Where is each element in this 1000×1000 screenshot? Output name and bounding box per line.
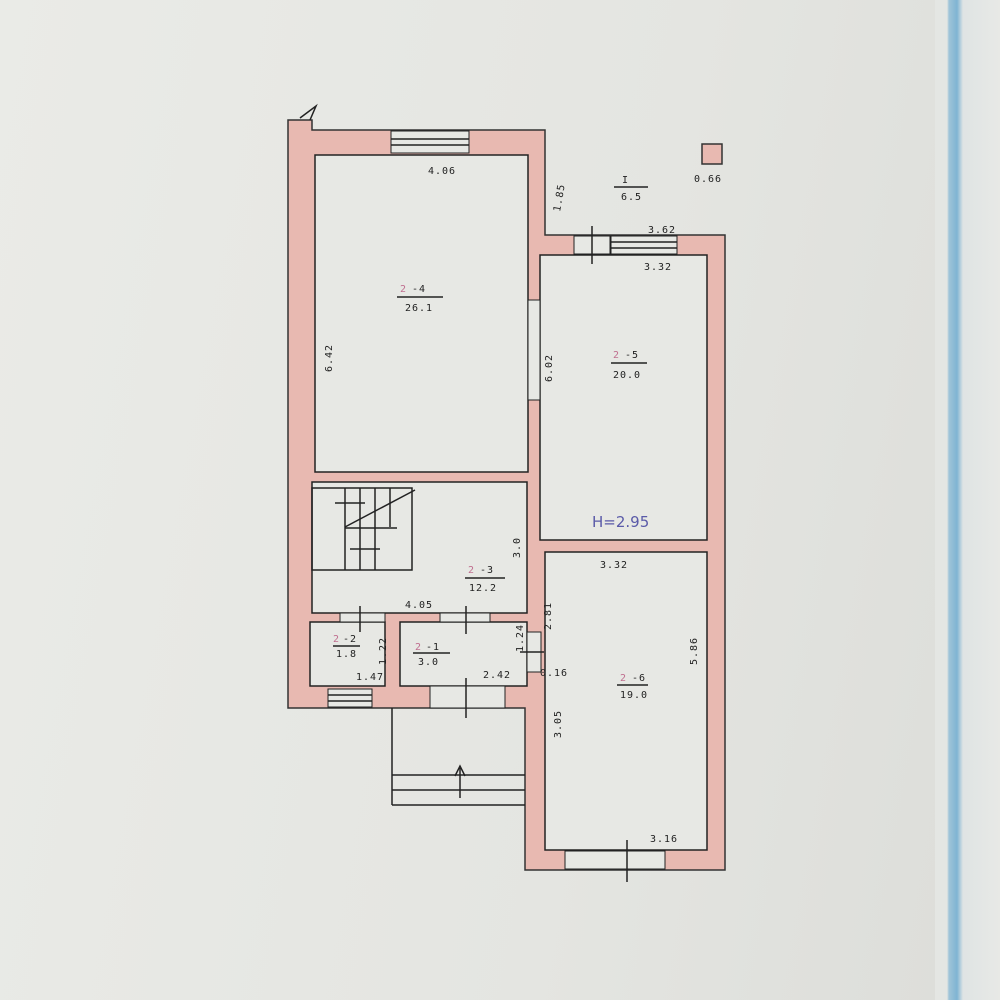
svg-text:26.1: 26.1 bbox=[405, 303, 433, 314]
pillar-label: 0.66 bbox=[694, 174, 722, 185]
svg-text:5.86: 5.86 bbox=[689, 637, 700, 665]
svg-text:4.06: 4.06 bbox=[428, 166, 456, 177]
svg-text:2: 2 bbox=[333, 634, 340, 645]
svg-text:-2: -2 bbox=[343, 634, 357, 645]
svg-text:1.85: 1.85 bbox=[552, 183, 568, 213]
svg-text:4.05: 4.05 bbox=[405, 600, 433, 611]
room-2-2 bbox=[309, 621, 386, 687]
svg-text:-3: -3 bbox=[480, 565, 494, 576]
svg-text:2: 2 bbox=[468, 565, 475, 576]
svg-text:1.24: 1.24 bbox=[515, 624, 526, 652]
room-2-3 bbox=[311, 481, 528, 614]
room-label-2-4: 2 -4 26.1 bbox=[397, 284, 443, 314]
svg-text:2: 2 bbox=[620, 673, 627, 684]
svg-text:6.5: 6.5 bbox=[621, 192, 642, 203]
svg-text:1.47: 1.47 bbox=[356, 672, 384, 683]
svg-text:3.0: 3.0 bbox=[418, 657, 439, 668]
svg-text:6.02: 6.02 bbox=[544, 354, 555, 382]
svg-text:2: 2 bbox=[613, 350, 620, 361]
doors bbox=[339, 226, 628, 882]
dimension-labels: 4.06 6.42 1.85 3.62 3.32 6.02 3.0 4.05 3… bbox=[324, 166, 700, 845]
svg-text:6.42: 6.42 bbox=[324, 344, 335, 372]
ceiling-height-note: H=2.95 bbox=[592, 513, 649, 531]
room-label-2-1: 2 -1 3.0 bbox=[413, 642, 450, 668]
svg-text:-1: -1 bbox=[426, 642, 440, 653]
room-label-2-6: 2 -6 19.0 bbox=[617, 673, 648, 701]
room-2-6 bbox=[544, 551, 708, 851]
svg-text:3.32: 3.32 bbox=[644, 262, 672, 273]
terrace-label: I 6.5 bbox=[614, 175, 648, 203]
svg-text:1.8: 1.8 bbox=[336, 649, 357, 660]
svg-text:2.42: 2.42 bbox=[483, 670, 511, 681]
svg-text:-6: -6 bbox=[632, 673, 646, 684]
svg-text:2.81: 2.81 bbox=[543, 602, 554, 630]
svg-text:-5: -5 bbox=[625, 350, 639, 361]
svg-text:-4: -4 bbox=[412, 284, 426, 295]
porch-stairs bbox=[391, 708, 525, 806]
room-label-2-5: 2 -5 20.0 bbox=[611, 350, 647, 381]
svg-text:2: 2 bbox=[415, 642, 422, 653]
svg-text:3.05: 3.05 bbox=[553, 710, 564, 738]
pillar bbox=[701, 143, 723, 165]
break-mark bbox=[299, 103, 318, 121]
room-label-2-3: 2 -3 12.2 bbox=[465, 565, 505, 594]
windows bbox=[327, 130, 678, 870]
svg-text:20.0: 20.0 bbox=[613, 370, 641, 381]
svg-text:19.0: 19.0 bbox=[620, 690, 648, 701]
svg-text:3.0: 3.0 bbox=[512, 537, 523, 558]
paper-edge bbox=[935, 0, 1000, 1000]
staircase bbox=[311, 487, 416, 571]
svg-text:I: I bbox=[622, 175, 629, 186]
room-label-2-2: 2-2 1.8 bbox=[333, 634, 360, 660]
svg-text:2: 2 bbox=[400, 284, 407, 295]
svg-text:3.32: 3.32 bbox=[600, 560, 628, 571]
room-2-4 bbox=[314, 154, 529, 473]
svg-text:3.62: 3.62 bbox=[648, 225, 676, 236]
svg-text:0.16: 0.16 bbox=[540, 668, 568, 679]
svg-text:12.2: 12.2 bbox=[469, 583, 497, 594]
room-2-5 bbox=[539, 254, 708, 541]
svg-text:3.16: 3.16 bbox=[650, 834, 678, 845]
svg-text:1.22: 1.22 bbox=[378, 637, 389, 665]
room-2-1 bbox=[399, 621, 528, 687]
